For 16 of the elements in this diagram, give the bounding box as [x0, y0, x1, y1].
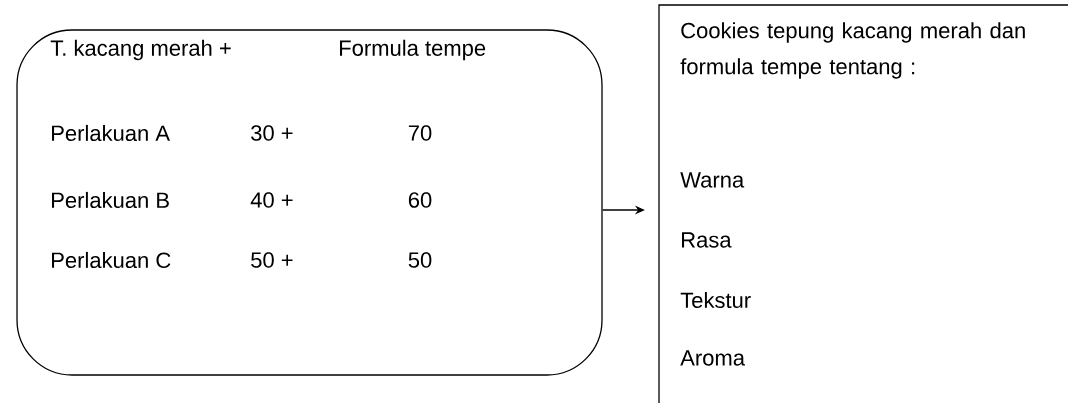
box-text: Perlakuan C [52, 251, 171, 269]
box-text: Perlakuan B [52, 191, 169, 209]
box-text: Warna [680, 172, 745, 188]
box-text: Perlakuan A [52, 124, 170, 142]
box-text: 50 [408, 252, 432, 268]
box-text: Aroma [680, 350, 745, 366]
box-text: T. kacang merah + [50, 39, 231, 61]
rounded-box [16, 29, 603, 376]
box-text: 50 + [251, 252, 293, 268]
box-text: 30 + [251, 125, 293, 141]
box-text: 60 [408, 192, 432, 208]
box-text: 70 [408, 125, 432, 141]
box-text: Formula tempe [340, 39, 486, 61]
box-text: Tekstur [680, 291, 751, 309]
box-text: Rasa [682, 232, 732, 248]
box-text: 40 + [250, 192, 293, 208]
